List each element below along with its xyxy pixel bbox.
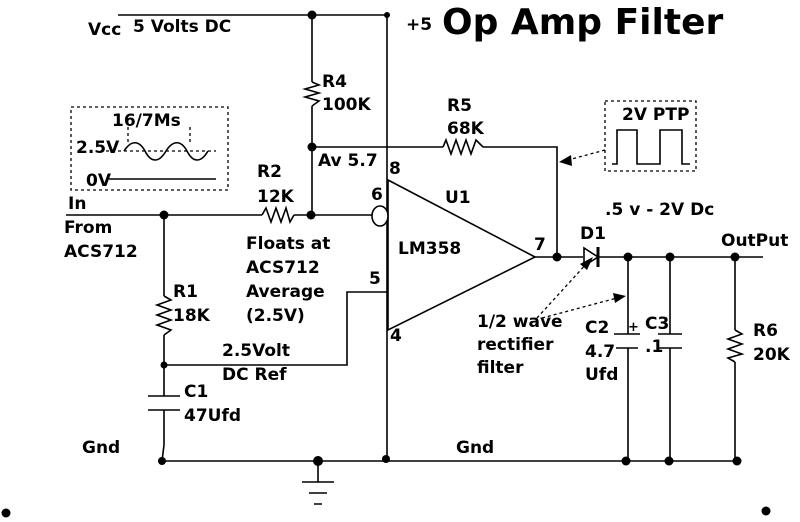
ground-icon (302, 481, 334, 505)
r5-resistor (442, 137, 484, 157)
c1-value: 47Ufd (184, 406, 241, 426)
floats-line-1: Floats at (246, 234, 330, 254)
r6-resistor (725, 329, 745, 363)
opamp-u1 (371, 178, 537, 332)
r4-ref: R4 (322, 72, 347, 92)
floats-line-4: (2.5V) (246, 306, 305, 326)
u1-part: LM358 (398, 239, 461, 259)
r4-value: 100K (322, 95, 371, 115)
c3-ref: C3 (645, 314, 669, 334)
pin-5-label: 5 (369, 269, 381, 289)
dcref-line-2: DC Ref (222, 365, 287, 385)
plus5-label: +5 (406, 15, 432, 35)
c2-polarity: + (628, 320, 639, 335)
rectifier-arrows (536, 257, 626, 319)
output-waveform-box: 2V PTP (559, 100, 697, 172)
rectifier-note: 1/2 wave rectifier filter (477, 312, 563, 378)
rect-line-3: filter (477, 358, 524, 378)
d1-diode (583, 246, 600, 268)
schematic-title: Op Amp Filter (442, 2, 723, 43)
dc-ref-note: 2.5Volt DC Ref (222, 341, 290, 385)
input-period-label: 16/7Ms (112, 111, 181, 131)
c2-value: 4.7 (585, 342, 615, 362)
input-high-label: 2.5V (76, 138, 120, 158)
input-low-label: 0V (86, 171, 112, 191)
floats-line-2: ACS712 (246, 258, 320, 278)
rect-line-1: 1/2 wave (477, 312, 563, 332)
c3-value: .1 (645, 337, 663, 357)
output-ptp-label: 2V PTP (622, 105, 689, 125)
u1-ref: U1 (445, 188, 471, 208)
pin-7-label: 7 (534, 235, 546, 255)
r2-value: 12K (257, 187, 295, 207)
output-range-note: .5 v - 2V Dc (605, 200, 714, 220)
r1-ref: R1 (173, 282, 198, 302)
c2-capacitor (614, 333, 640, 349)
r1-resistor (154, 295, 174, 336)
c1-capacitor (148, 395, 180, 411)
gain-note: Av 5.7 (318, 151, 378, 171)
input-waveform-box: 16/7Ms 2.5V 0V (70, 106, 229, 191)
r4-resistor (302, 81, 322, 107)
r1-value: 18K (173, 306, 211, 326)
vcc-label: Vcc (88, 20, 121, 40)
gnd-mid-label: Gnd (456, 438, 494, 458)
input-line-2: From (64, 218, 112, 238)
d1-ref: D1 (580, 224, 606, 244)
r2-resistor (261, 205, 295, 225)
pin-4-label: 4 (390, 326, 402, 346)
c1-ref: C1 (184, 382, 208, 402)
pin-6-label: 6 (371, 185, 383, 205)
floats-note: Floats at ACS712 Average (2.5V) (246, 234, 330, 326)
c2-unit: Ufd (585, 365, 618, 385)
r6-value: 20K (753, 345, 791, 365)
c3-capacitor (658, 333, 682, 349)
r6-ref: R6 (753, 321, 778, 341)
gnd-left-label: Gnd (82, 438, 120, 458)
floats-line-3: Average (246, 282, 325, 302)
input-line-1: In (68, 194, 86, 214)
output-label: OutPut (721, 231, 788, 251)
c2-ref: C2 (585, 318, 609, 338)
dcref-line-1: 2.5Volt (222, 341, 290, 361)
pin-8-label: 8 (389, 159, 401, 179)
r2-ref: R2 (257, 162, 282, 182)
junction-dots (1, 10, 771, 518)
r5-ref: R5 (447, 96, 472, 116)
input-note: In From ACS712 (64, 194, 138, 262)
supply-volts-label: 5 Volts DC (133, 17, 231, 37)
r5-value: 68K (447, 119, 485, 139)
rect-line-2: rectifier (477, 335, 554, 355)
input-line-3: ACS712 (64, 242, 138, 262)
